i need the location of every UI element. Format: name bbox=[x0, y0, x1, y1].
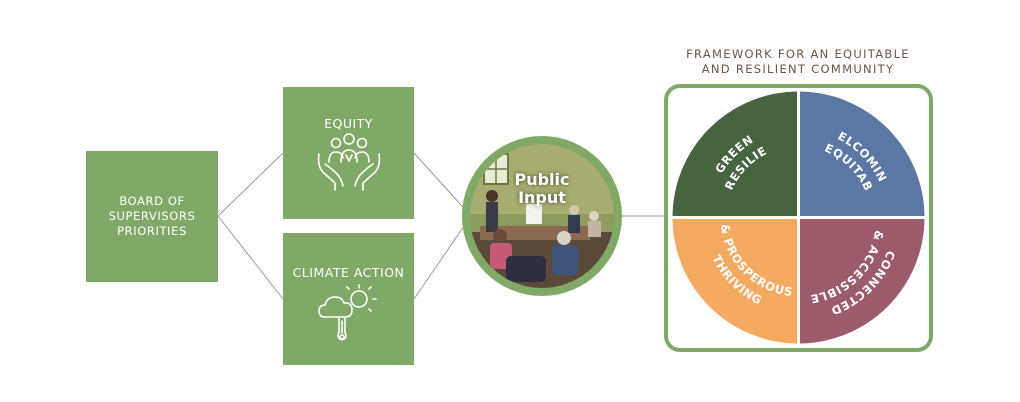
meeting-photo-illustration bbox=[470, 144, 614, 288]
quadrant-connected-accessible bbox=[798, 217, 925, 344]
quadrant-green-resilient bbox=[672, 91, 799, 218]
quadrant-thriving-prosperous bbox=[672, 217, 799, 344]
climate-action-label: CLIMATE ACTION bbox=[292, 265, 405, 280]
board-of-supervisors-box: BOARD OF SUPERVISORS PRIORITIES bbox=[86, 151, 218, 282]
public-input-circle: Public Input bbox=[462, 136, 622, 296]
thermometer-sun-cloud-icon bbox=[317, 284, 377, 341]
hands-people-icon bbox=[317, 133, 380, 191]
public-input-photo bbox=[470, 144, 614, 288]
public-input-line2: Input bbox=[518, 188, 566, 207]
public-input-line1: Public bbox=[514, 170, 570, 189]
quadrant-welcoming-equitable bbox=[798, 91, 925, 218]
framework-title: FRAMEWORK FOR AN EQUITABLE AND RESILIENT… bbox=[660, 47, 936, 77]
framework-title-line1: FRAMEWORK FOR AN EQUITABLE bbox=[686, 47, 910, 61]
public-input-label: Public Input bbox=[462, 171, 622, 207]
equity-label: EQUITY bbox=[324, 116, 373, 131]
framework-title-line2: AND RESILIENT COMMUNITY bbox=[701, 62, 895, 76]
climate-action-box: CLIMATE ACTION bbox=[283, 233, 414, 365]
board-label: BOARD OF SUPERVISORS PRIORITIES bbox=[108, 194, 196, 238]
framework-wheel: GREEN & RESILIENT WELCOMING & EQUITABLE … bbox=[664, 84, 925, 344]
equity-box: EQUITY bbox=[283, 87, 414, 219]
